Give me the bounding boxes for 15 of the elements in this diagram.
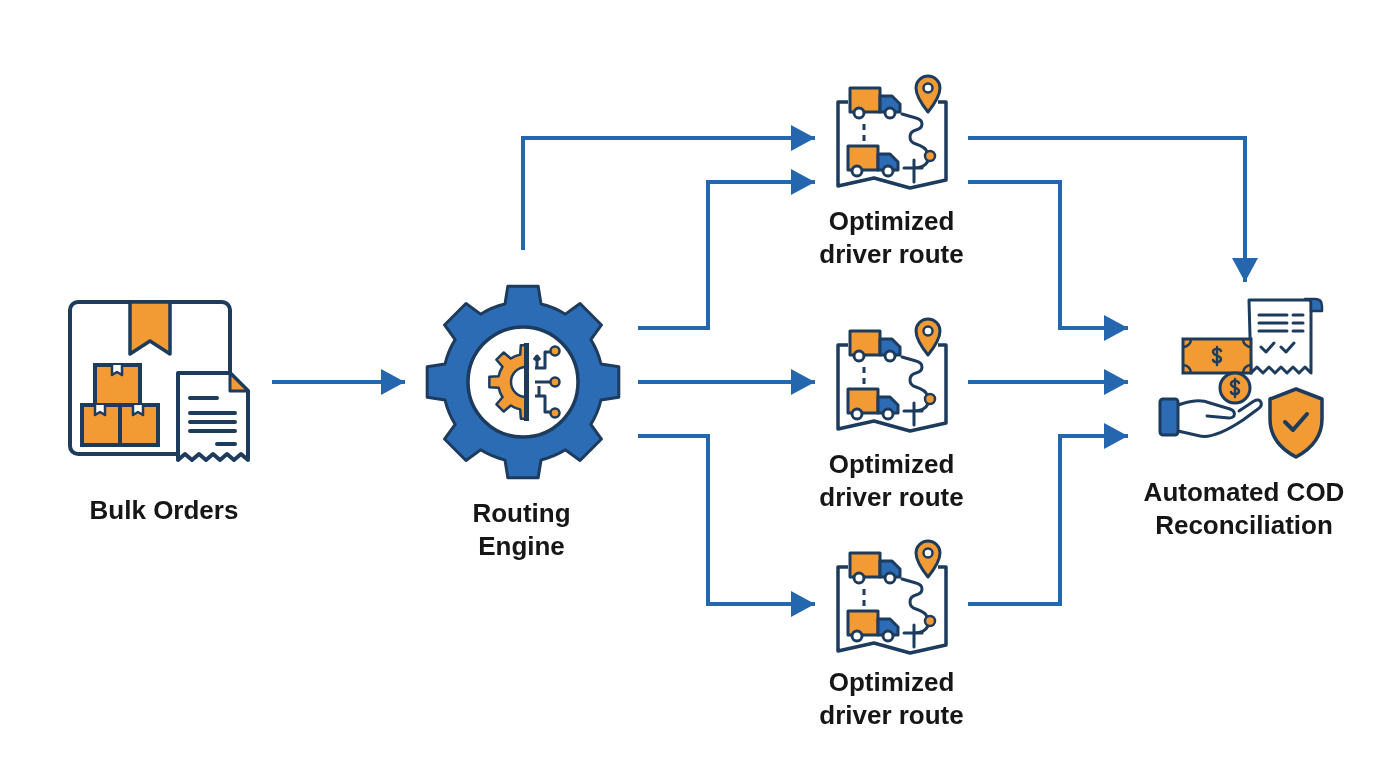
connector-arrow	[968, 180, 1128, 341]
connector-arrow	[968, 369, 1128, 395]
node-label: Optimized driver route	[818, 448, 965, 514]
connector-arrow	[638, 369, 815, 395]
node-label: Routing Engine	[471, 497, 572, 563]
connector-arrow	[272, 369, 405, 395]
node-label: Bulk Orders	[89, 494, 239, 527]
node-label: Automated COD Reconciliation	[1142, 476, 1346, 542]
connector-arrow	[521, 125, 815, 250]
connector-arrow	[638, 434, 815, 617]
connector-arrow	[638, 169, 815, 330]
node-label: Optimized driver route	[818, 205, 965, 271]
node-label: Optimized driver route	[818, 666, 965, 732]
connector-arrow	[968, 423, 1128, 606]
connector-arrow	[968, 136, 1258, 282]
